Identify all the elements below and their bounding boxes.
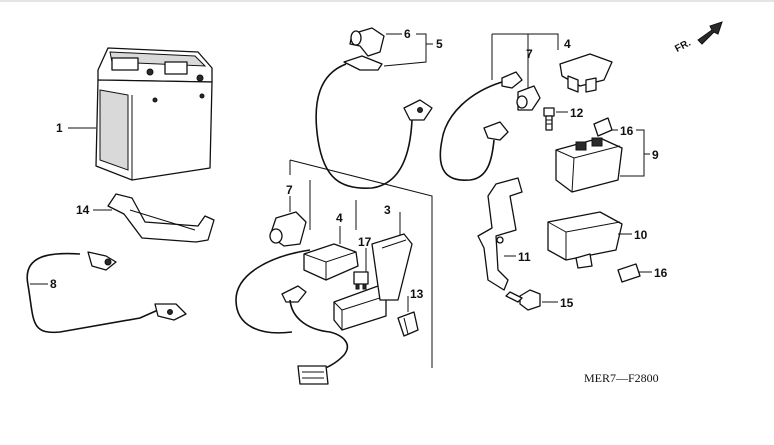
fuse-16-lower[interactable] xyxy=(617,263,641,283)
callout-1: 1 xyxy=(56,121,63,135)
battery-cable[interactable] xyxy=(26,251,187,334)
group-bracket-right xyxy=(491,33,559,90)
callout-8: 8 xyxy=(50,277,57,291)
callout-3: 3 xyxy=(384,203,391,217)
fuse-box[interactable] xyxy=(333,233,413,331)
group-bracket-left xyxy=(289,159,433,368)
callout-4-left: 4 xyxy=(336,211,343,225)
callout-16-lower: 16 xyxy=(654,266,668,280)
callout-16-upper: 16 xyxy=(620,124,634,138)
callout-10: 10 xyxy=(634,228,648,242)
callout-17: 17 xyxy=(358,235,372,249)
callout-7-right: 7 xyxy=(526,47,533,61)
clip-13[interactable] xyxy=(397,311,419,337)
callout-labels: 1 14 8 6 5 7 4 3 17 13 7 4 12 16 9 11 10… xyxy=(50,27,668,310)
cover-cap-left[interactable] xyxy=(303,243,359,281)
starter-cable[interactable] xyxy=(315,55,433,189)
callout-5: 5 xyxy=(436,37,443,51)
starter-relay[interactable] xyxy=(555,137,623,193)
callout-13: 13 xyxy=(410,287,424,301)
bolt-12[interactable] xyxy=(543,107,555,131)
relay-cover[interactable] xyxy=(547,211,623,269)
battery[interactable] xyxy=(95,47,213,181)
callout-6: 6 xyxy=(404,27,411,41)
diagram-code: MER7—F2800 xyxy=(584,371,659,385)
callout-12: 12 xyxy=(570,106,584,120)
callout-11: 11 xyxy=(518,250,531,264)
front-direction-arrow: FR. xyxy=(673,21,723,55)
callout-14: 14 xyxy=(76,203,90,217)
terminal-cap[interactable] xyxy=(349,27,385,57)
fuse-17[interactable] xyxy=(353,271,369,290)
callout-4-right: 4 xyxy=(564,37,571,51)
sub-harness-left[interactable] xyxy=(235,249,349,385)
callout-15: 15 xyxy=(560,296,574,310)
cover-cap-right[interactable] xyxy=(559,53,613,93)
callout-7-left: 7 xyxy=(286,183,293,197)
callout-9: 9 xyxy=(652,148,659,162)
terminal-boot-left[interactable] xyxy=(269,211,307,247)
bolt-15[interactable] xyxy=(505,289,541,311)
leader-lines xyxy=(30,33,652,312)
fuse-16-upper[interactable] xyxy=(593,117,613,137)
starter-cable-right[interactable] xyxy=(439,71,541,181)
relay-bracket[interactable] xyxy=(477,177,523,291)
direction-label: FR. xyxy=(673,37,693,54)
battery-band[interactable] xyxy=(107,193,215,243)
